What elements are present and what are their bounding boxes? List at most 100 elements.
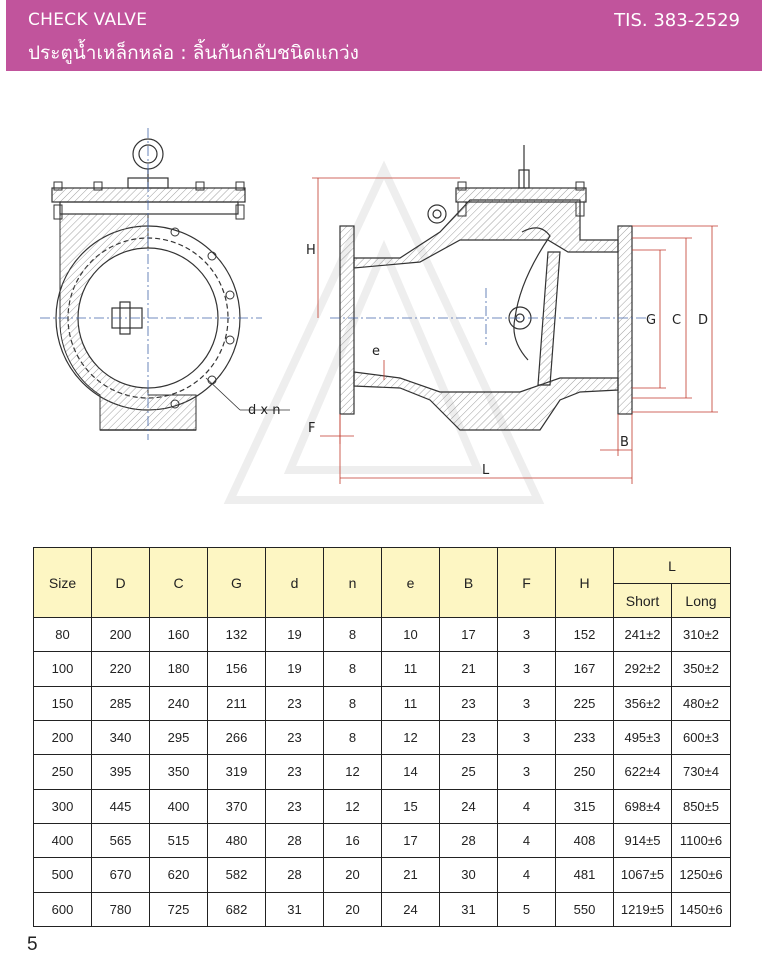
table-cell: 8 xyxy=(323,616,382,653)
label-G: G xyxy=(646,313,656,328)
table-cell: 495±3 xyxy=(613,719,672,756)
table-cell: 20 xyxy=(323,857,382,893)
table-cell: 23 xyxy=(265,754,324,790)
table-cell: 445 xyxy=(91,788,150,824)
table-cell: 285 xyxy=(91,685,150,721)
table-cell: 725 xyxy=(149,891,208,928)
table-cell: 515 xyxy=(149,822,208,859)
table-cell: 1100±6 xyxy=(670,822,732,859)
table-cell: 19 xyxy=(265,616,324,653)
table-cell: 565 xyxy=(91,822,150,859)
header-H: H xyxy=(555,547,614,618)
table-cell: 5 xyxy=(497,891,556,928)
table-cell: 14 xyxy=(381,754,440,790)
table-cell: 698±4 xyxy=(613,788,672,824)
table-cell: 250 xyxy=(33,754,92,790)
table-cell: 23 xyxy=(265,685,324,721)
table-cell: 17 xyxy=(439,616,498,653)
table-cell: 408 xyxy=(555,822,614,859)
table-cell: 23 xyxy=(439,719,498,756)
label-D: D xyxy=(698,313,708,328)
table-cell: 600±3 xyxy=(670,719,732,756)
table-cell: 1219±5 xyxy=(613,891,672,928)
table-cell: 500 xyxy=(33,857,92,893)
header-size: Size xyxy=(33,547,92,618)
table-cell: 250 xyxy=(555,754,614,790)
table-cell: 600 xyxy=(33,891,92,928)
table-cell: 16 xyxy=(323,822,382,859)
table-cell: 21 xyxy=(439,651,498,687)
header-D: D xyxy=(91,547,150,618)
table-cell: 850±5 xyxy=(670,788,732,824)
table-cell: 132 xyxy=(207,616,266,653)
table-cell: 12 xyxy=(323,788,382,824)
table-cell: 23 xyxy=(265,719,324,756)
table-cell: 622±4 xyxy=(613,754,672,790)
front-view xyxy=(40,128,290,440)
header-e: e xyxy=(381,547,440,618)
table-cell: 30 xyxy=(439,857,498,893)
table-cell: 300 xyxy=(33,788,92,824)
side-view xyxy=(330,145,650,431)
table-cell: 28 xyxy=(439,822,498,859)
table-cell: 1250±6 xyxy=(670,857,732,893)
table-cell: 240 xyxy=(149,685,208,721)
header-L-short: Short xyxy=(613,583,672,618)
table-cell: 319 xyxy=(207,754,266,790)
table-cell: 1067±5 xyxy=(613,857,672,893)
table-cell: 400 xyxy=(33,822,92,859)
table-cell: 4 xyxy=(497,788,556,824)
table-cell: 241±2 xyxy=(613,616,672,653)
table-cell: 356±2 xyxy=(613,685,672,721)
table-cell: 233 xyxy=(555,719,614,756)
table-cell: 350±2 xyxy=(670,651,732,687)
table-cell: 292±2 xyxy=(613,651,672,687)
table-cell: 914±5 xyxy=(613,822,672,859)
table-cell: 160 xyxy=(149,616,208,653)
table-cell: 80 xyxy=(33,616,92,653)
table-cell: 1450±6 xyxy=(670,891,732,928)
label-dxn: d x n xyxy=(248,403,280,418)
table-cell: 350 xyxy=(149,754,208,790)
table-cell: 3 xyxy=(497,651,556,687)
table-cell: 12 xyxy=(323,754,382,790)
title-english: CHECK VALVE xyxy=(28,10,148,30)
header-G: G xyxy=(207,547,266,618)
table-cell: 3 xyxy=(497,719,556,756)
table-cell: 295 xyxy=(149,719,208,756)
table-cell: 11 xyxy=(381,651,440,687)
table-cell: 150 xyxy=(33,685,92,721)
valve-technical-drawing: d x n xyxy=(40,128,718,504)
table-cell: 670 xyxy=(91,857,150,893)
header-C: C xyxy=(149,547,208,618)
label-F: F xyxy=(308,421,315,436)
page-number: 5 xyxy=(27,934,38,955)
title-thai: ประตูน้ำเหล็กหล่อ : ลิ้นกันกลับชนิดแกว่ง xyxy=(28,42,359,64)
table-cell: 8 xyxy=(323,685,382,721)
table-cell: 31 xyxy=(439,891,498,928)
table-cell: 395 xyxy=(91,754,150,790)
table-cell: 4 xyxy=(497,857,556,893)
table-cell: 19 xyxy=(265,651,324,687)
header-B: B xyxy=(439,547,498,618)
table-cell: 3 xyxy=(497,754,556,790)
table-cell: 400 xyxy=(149,788,208,824)
dimension-lines xyxy=(312,177,718,484)
table-cell: 315 xyxy=(555,788,614,824)
table-cell: 11 xyxy=(381,685,440,721)
label-e: e xyxy=(372,344,380,359)
table-cell: 12 xyxy=(381,719,440,756)
table-cell: 23 xyxy=(265,788,324,824)
header-L: L xyxy=(612,547,732,584)
table-cell: 15 xyxy=(381,788,440,824)
